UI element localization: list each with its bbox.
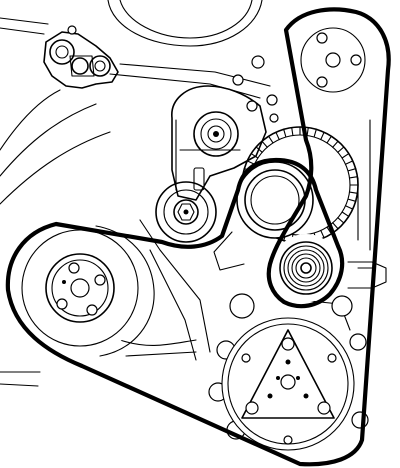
idler-pulley-icon bbox=[155, 181, 217, 243]
belt-tensioner-icon bbox=[193, 111, 239, 157]
alternator-fin bbox=[341, 211, 350, 217]
serpentine-belt-icon bbox=[5, 7, 391, 467]
alternator-fin bbox=[268, 135, 274, 144]
alternator-fin bbox=[348, 176, 358, 179]
tensioner-bracket bbox=[171, 55, 279, 201]
alternator-fin bbox=[337, 217, 345, 224]
alternator-fin bbox=[341, 153, 350, 159]
alternator-fin bbox=[332, 140, 339, 148]
alternator-fin bbox=[320, 229, 325, 239]
alternator-fin bbox=[344, 160, 354, 165]
water-pump-pulley-icon bbox=[272, 234, 340, 302]
alternator-fin bbox=[320, 131, 325, 141]
alternator-fin bbox=[332, 222, 339, 230]
upper-bracket bbox=[43, 25, 119, 89]
alternator-fin bbox=[250, 153, 259, 159]
alternator-fin bbox=[291, 127, 294, 137]
alternator-fin bbox=[313, 128, 317, 138]
alternator-fin bbox=[275, 131, 280, 141]
ac-compressor-pulley-icon bbox=[208, 293, 369, 451]
alternator-fin bbox=[283, 128, 287, 138]
alternator-fin bbox=[344, 205, 354, 210]
alternator-fin bbox=[261, 140, 268, 148]
alternator-fin bbox=[306, 127, 309, 137]
alternator-fin bbox=[326, 135, 332, 144]
alternator-fin bbox=[347, 168, 357, 172]
alternator-fin bbox=[348, 191, 358, 194]
alternator-fin bbox=[347, 198, 357, 202]
power-steering-pulley-icon bbox=[291, 18, 375, 102]
alternator-fin bbox=[337, 146, 345, 153]
